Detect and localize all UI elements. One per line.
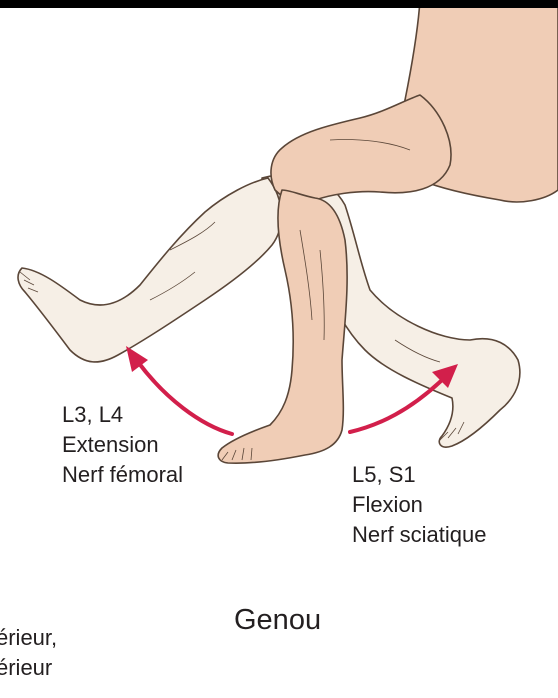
flexion-movement: Flexion	[352, 490, 487, 520]
sciatic-nerve: Nerf sciatique	[352, 520, 487, 550]
flexion-label-group: L5, S1 Flexion Nerf sciatique	[352, 460, 487, 550]
caption: Genou	[234, 604, 321, 637]
femoral-nerve: Nerf fémoral	[62, 460, 183, 490]
cropped-line-2: érieur	[0, 653, 57, 683]
cropped-line-1: érieur,	[0, 623, 57, 653]
extension-label-group: L3, L4 Extension Nerf fémoral	[62, 400, 183, 490]
flexion-roots: L5, S1	[352, 460, 487, 490]
extension-roots: L3, L4	[62, 400, 183, 430]
diagram-page: L3, L4 Extension Nerf fémoral L5, S1 Fle…	[0, 8, 558, 698]
cropped-text: érieur, érieur	[0, 623, 57, 683]
knee-movement-illustration	[0, 8, 558, 698]
extension-movement: Extension	[62, 430, 183, 460]
